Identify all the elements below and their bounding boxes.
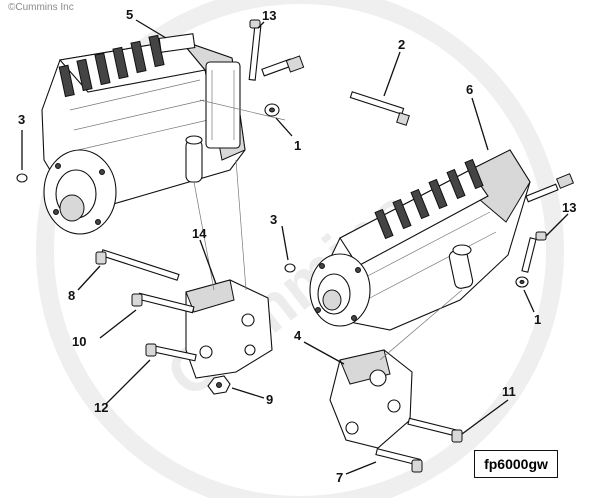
bolt-11 — [407, 417, 463, 443]
fuel-pump-assembly-upper — [41, 33, 246, 235]
callout-4: 4 — [294, 328, 302, 343]
callout-9: 9 — [266, 392, 273, 407]
leader-line — [379, 289, 463, 361]
figure-id-label: fp6000gw — [474, 450, 558, 478]
callout-2: 2 — [398, 37, 405, 52]
washer-3-right — [284, 263, 296, 273]
callout-11: 11 — [502, 384, 516, 399]
callout-arrows — [21, 19, 569, 475]
leader-line — [235, 159, 247, 291]
upper-pump-injector-ports — [58, 33, 196, 98]
callout-13-top: 13 — [262, 8, 276, 23]
bolt-12 — [145, 343, 197, 362]
callout-3-left: 3 — [18, 112, 25, 127]
bolt-10 — [131, 292, 195, 314]
callout-5: 5 — [126, 7, 133, 22]
bracket-4 — [329, 349, 413, 449]
callout-1-top: 1 — [294, 138, 301, 153]
washer-hole — [269, 107, 275, 113]
nut-9 — [207, 375, 231, 395]
callout-10: 10 — [72, 334, 86, 349]
copyright-notice: ©Cummins Inc — [8, 2, 74, 13]
bolt-8 — [95, 249, 180, 281]
leader-line — [193, 181, 215, 291]
callout-7: 7 — [336, 470, 343, 485]
fitting-nut-top — [285, 55, 305, 73]
callout-14: 14 — [192, 226, 207, 241]
fuel-pump-assembly-right — [309, 149, 531, 331]
bolt-7 — [375, 448, 423, 473]
right-pump-injector-ports — [374, 158, 484, 240]
callout-6: 6 — [466, 82, 473, 97]
callout-13-right: 13 — [562, 200, 576, 215]
stud-13-top — [248, 19, 262, 81]
stud-13-right — [521, 231, 547, 273]
bolt-2 — [349, 91, 410, 126]
callout-8: 8 — [68, 288, 75, 303]
washer-hole — [519, 279, 525, 285]
fuel-fitting-right — [525, 183, 559, 203]
callout-1-right: 1 — [534, 312, 541, 327]
bracket-14 — [185, 279, 273, 379]
callout-numbers: 5 13 2 3 1 6 3 13 14 8 1 10 4 12 9 11 7 — [18, 7, 576, 485]
washer-3-left — [16, 173, 28, 183]
fuel-fitting-nut — [555, 173, 575, 189]
leader-line — [199, 99, 286, 121]
callout-12: 12 — [94, 400, 108, 415]
callout-3-right: 3 — [270, 212, 277, 227]
